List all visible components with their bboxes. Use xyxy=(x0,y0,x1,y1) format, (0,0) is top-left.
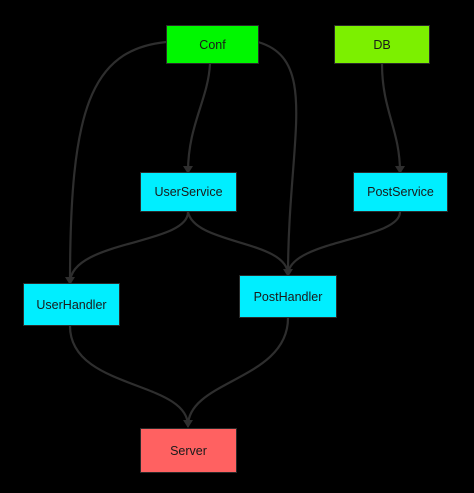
edge-userservice-userhandler xyxy=(68,210,190,285)
node-post-service: PostService xyxy=(353,172,448,212)
node-user-handler-label: UserHandler xyxy=(36,297,107,312)
arrowhead-postservice xyxy=(395,166,405,174)
edge-conf-userhandler xyxy=(68,40,168,285)
node-server-label: Server xyxy=(170,443,207,458)
node-post-service-label: PostService xyxy=(367,185,434,199)
node-user-handler: UserHandler xyxy=(23,283,120,326)
node-user-service-label: UserService xyxy=(154,185,223,199)
arrowhead-posthandler xyxy=(283,269,293,277)
edge-postservice-posthandler xyxy=(286,210,402,277)
edge-userservice-posthandler xyxy=(186,210,290,277)
arrowhead-userservice xyxy=(183,166,193,174)
node-conf: Conf xyxy=(166,25,259,64)
edge-posthandler-server xyxy=(186,316,290,428)
node-user-service: UserService xyxy=(140,172,237,212)
edge-conf-userservice xyxy=(186,62,212,174)
edge-userhandler-server xyxy=(68,324,190,428)
arrowhead-server xyxy=(183,420,193,428)
node-conf-label: Conf xyxy=(199,37,226,52)
edge-conf-posthandler xyxy=(256,40,298,277)
edge-db-postservice xyxy=(380,62,402,174)
node-post-handler: PostHandler xyxy=(239,275,337,318)
node-post-handler-label: PostHandler xyxy=(253,289,323,304)
node-db: DB xyxy=(334,25,430,64)
arrowhead-userhandler xyxy=(65,277,75,285)
node-server: Server xyxy=(140,428,237,473)
node-db-label: DB xyxy=(373,37,391,52)
